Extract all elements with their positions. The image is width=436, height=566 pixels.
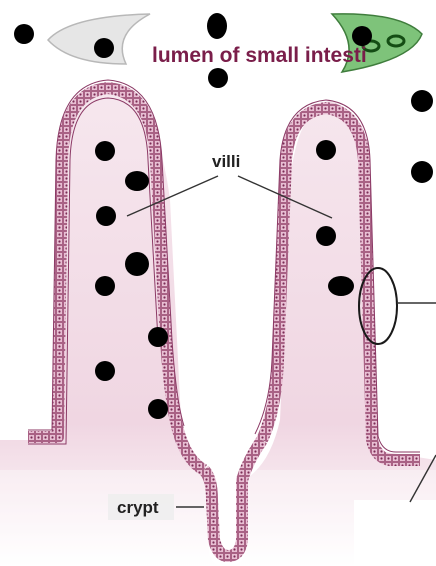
marker-dot <box>148 327 168 347</box>
page-title: lumen of small intesti <box>152 44 367 67</box>
marker-dot <box>125 171 149 191</box>
villi-label: villi <box>212 152 240 171</box>
marker-dot <box>207 13 227 39</box>
marker-dot <box>411 90 433 112</box>
crop-mask <box>354 500 436 566</box>
marker-dot <box>96 206 116 226</box>
marker-dot <box>95 361 115 381</box>
marker-dot <box>328 276 354 296</box>
marker-dot <box>148 399 168 419</box>
marker-dot <box>411 161 433 183</box>
marker-dot <box>125 252 149 276</box>
marker-dot <box>316 226 336 246</box>
marker-dot <box>95 276 115 296</box>
marker-dot <box>316 140 336 160</box>
crypt-label: crypt <box>117 498 159 517</box>
marker-dot <box>95 141 115 161</box>
marker-dot <box>14 24 34 44</box>
marker-dot <box>208 68 228 88</box>
marker-dot <box>94 38 114 58</box>
marker-dot <box>352 26 372 46</box>
